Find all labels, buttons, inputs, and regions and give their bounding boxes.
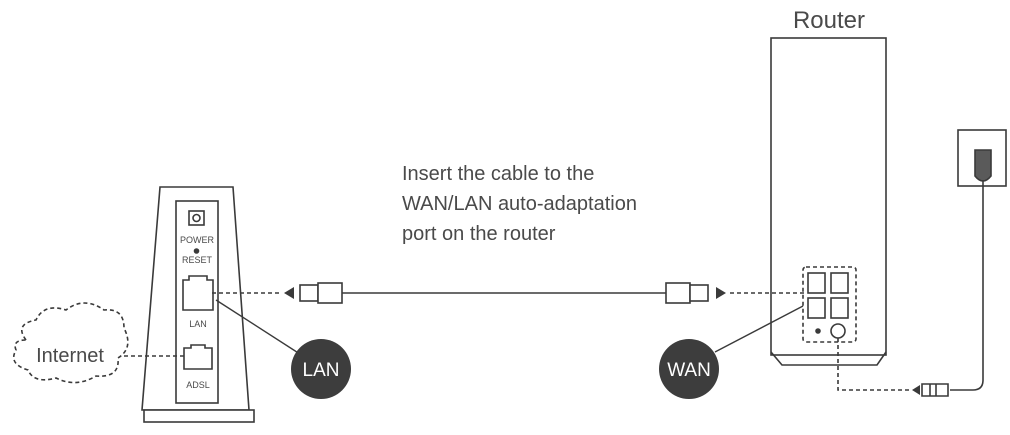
dc-arrow (912, 385, 920, 395)
router-power-jack (830, 323, 846, 339)
ethernet-cable (212, 282, 805, 304)
modem-adsl-port (183, 344, 213, 370)
left-arrow (284, 287, 294, 299)
wan-badge-label: WAN (667, 360, 711, 381)
router-port-1 (807, 272, 826, 294)
right-arrow (716, 287, 726, 299)
instruction-line-2: WAN/LAN auto-adaptation (402, 193, 637, 215)
modem-reset-label: RESET (182, 255, 213, 265)
instruction-line-3: port on the router (402, 223, 556, 245)
router-title: Router (793, 7, 865, 34)
modem-device (141, 186, 255, 423)
lan-pointer-line (215, 299, 304, 357)
wan-badge (659, 339, 719, 399)
router-led (815, 328, 821, 334)
lan-badge-label: LAN (303, 360, 340, 381)
router-port-4 (830, 297, 849, 319)
modem-adsl-label: ADSL (186, 380, 210, 390)
modem-lan-port (182, 275, 214, 311)
right-plug-body (665, 282, 691, 304)
modem-lan-label: LAN (189, 319, 207, 329)
adapter-plug (974, 149, 992, 182)
power-adapter (921, 129, 1007, 397)
power-dashed-line (837, 338, 912, 391)
internet-label: Internet (36, 345, 104, 367)
left-plug-body (317, 282, 343, 304)
router-port-3 (807, 297, 826, 319)
modem-power-label: POWER (180, 235, 215, 245)
router-device (770, 37, 887, 366)
right-plug-tab (689, 284, 709, 302)
adapter-cable (950, 186, 984, 391)
router-port-2 (830, 272, 849, 294)
left-plug-tab (299, 284, 319, 302)
modem-reset-dot (193, 248, 200, 254)
dc-plug (921, 383, 949, 397)
instruction-line-1: Insert the cable to the (402, 163, 594, 185)
wan-pointer-line (714, 305, 804, 353)
internet-cloud (12, 302, 129, 384)
lan-badge (291, 339, 351, 399)
